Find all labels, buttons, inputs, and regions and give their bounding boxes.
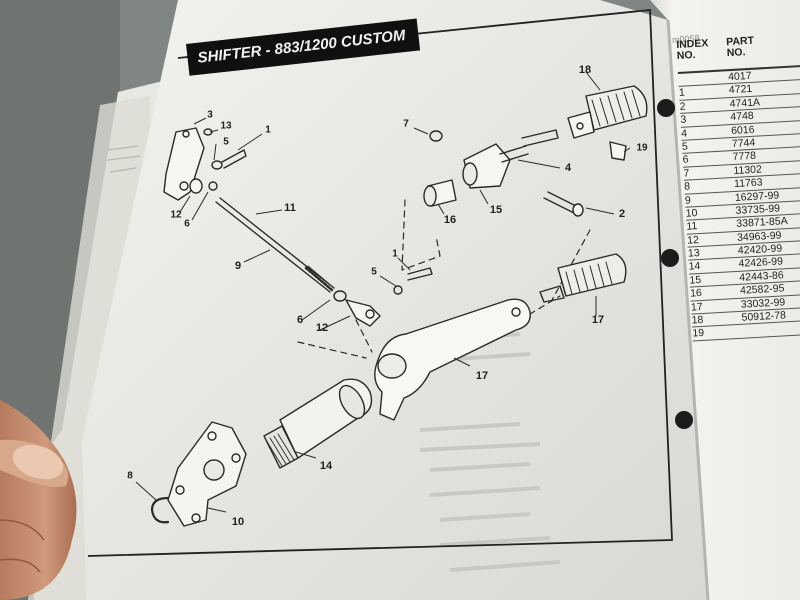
callout-9: 9 xyxy=(234,260,242,272)
callout-15: 15 xyxy=(489,204,503,216)
callout-13: 13 xyxy=(220,120,232,132)
callout-5b: 5 xyxy=(371,266,377,278)
binder-hole xyxy=(657,99,675,117)
callout-7: 7 xyxy=(403,118,409,130)
binder-hole xyxy=(675,411,693,429)
callout-1: 1 xyxy=(265,124,271,136)
shift-rod xyxy=(215,197,335,293)
callout-1b: 1 xyxy=(392,248,398,260)
callout-12b: 12 xyxy=(315,322,329,334)
callout-17b: 17 xyxy=(475,370,489,382)
footpeg-upper xyxy=(585,85,648,131)
header-index: INDEX NO. xyxy=(675,37,709,62)
e-clip-8 xyxy=(150,496,170,524)
index-cell: 19 xyxy=(692,327,705,340)
upper-lever xyxy=(163,127,205,201)
callout-2: 2 xyxy=(618,208,626,220)
footpeg-lower xyxy=(557,253,627,297)
shift-lever-main xyxy=(374,298,531,421)
callout-18: 18 xyxy=(578,64,592,76)
callout-17: 17 xyxy=(591,314,605,326)
callout-19: 19 xyxy=(636,142,648,154)
callout-8: 8 xyxy=(127,470,133,482)
rod-end xyxy=(345,299,381,327)
callout-14: 14 xyxy=(319,460,333,472)
callout-6b: 6 xyxy=(296,314,304,326)
hand xyxy=(0,400,77,600)
callout-16: 16 xyxy=(443,214,457,226)
callout-3: 3 xyxy=(207,109,213,121)
callout-6: 6 xyxy=(184,218,190,230)
callout-11: 11 xyxy=(284,202,296,214)
right-page xyxy=(650,0,800,600)
callout-4: 4 xyxy=(564,162,572,174)
header-part: PART NO. xyxy=(725,34,755,60)
binder-hole xyxy=(661,249,679,267)
callout-5: 5 xyxy=(223,136,229,148)
callout-12: 12 xyxy=(170,209,182,221)
clip-19 xyxy=(609,141,627,161)
callout-10: 10 xyxy=(231,516,245,528)
